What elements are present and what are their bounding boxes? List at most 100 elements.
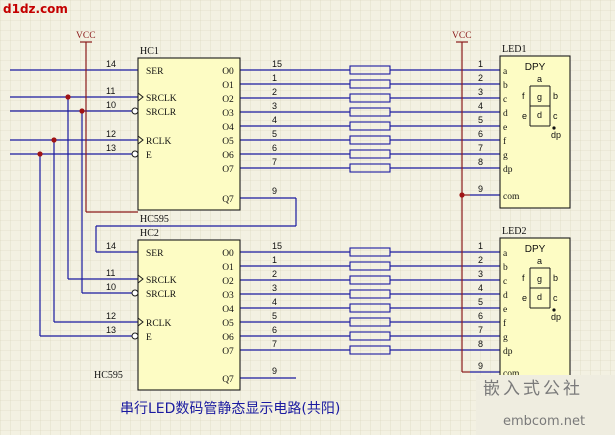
segment-label: f	[522, 91, 525, 101]
current-limit-resistor	[349, 65, 391, 75]
segment-label: f	[522, 273, 525, 283]
clock-triangle	[137, 92, 144, 102]
junction-dot	[51, 137, 57, 143]
segment-label: e	[522, 111, 527, 121]
chip-q7-pin-number: 9	[272, 186, 277, 196]
segment-label: dp	[551, 312, 561, 322]
current-limit-resistor	[349, 107, 391, 117]
decimal-point	[552, 308, 556, 312]
segment-label: dp	[551, 130, 561, 140]
led-body	[499, 237, 571, 391]
current-limit-resistor	[349, 345, 391, 355]
chip-output-pin-number: 3	[272, 283, 277, 293]
led-pin-name: a	[503, 249, 508, 259]
segment-label: a	[537, 256, 542, 266]
led-pin-number: 2	[478, 73, 483, 83]
led-title: DPY	[525, 244, 546, 255]
junction-dot	[79, 108, 85, 114]
chip-pin-number: 14	[106, 241, 116, 251]
watermark-embcom-cn: 嵌入式公社	[483, 379, 583, 399]
chip-pin-name: E	[146, 151, 152, 161]
chip-pin-number: 11	[106, 86, 115, 96]
chip-output-name: O0	[222, 249, 234, 259]
circuit-caption: 串行LED数码管静态显示电路(共阳)	[120, 401, 340, 417]
chip-body	[137, 57, 241, 211]
chip-pin-name: RCLK	[146, 137, 171, 147]
junction-dot	[65, 94, 71, 100]
segment-label: g	[537, 92, 542, 102]
led-title: DPY	[525, 62, 546, 73]
chip-output-pin-number: 2	[272, 87, 277, 97]
led-pin-number: 4	[478, 283, 483, 293]
resistor-arrays	[349, 65, 391, 355]
current-limit-resistor	[349, 261, 391, 271]
segment-label: b	[553, 91, 558, 101]
segment-label: c	[553, 111, 558, 121]
between-chip-type-label: HC595	[140, 214, 169, 225]
watermark-d1dz: d1dz.com	[3, 2, 68, 16]
led-pin-name: f	[503, 136, 507, 147]
led-pin-name: e	[503, 305, 507, 315]
current-limit-resistor	[349, 275, 391, 285]
chip-pin-name: SRCLR	[146, 108, 177, 118]
chip-output-pin-number: 4	[272, 297, 277, 307]
inversion-bubble	[131, 332, 139, 340]
led-pin-number: 8	[478, 157, 483, 167]
chip-body	[137, 239, 241, 391]
led-pin-number: 5	[478, 297, 483, 307]
chip-pin-number: 13	[106, 325, 116, 335]
clock-triangle	[137, 135, 144, 145]
current-limit-resistor	[349, 247, 391, 257]
chip-pin-number: 12	[106, 129, 116, 139]
chip-pin-name: SER	[146, 67, 164, 77]
chip-pin-number: 10	[106, 282, 116, 292]
led-pin-name: b	[503, 81, 508, 91]
chip-output-name: O6	[222, 333, 234, 343]
led-pin-number: 3	[478, 87, 483, 97]
led-pin-number: 3	[478, 269, 483, 279]
chip-q7-name: Q7	[222, 375, 234, 385]
led-pin-name: f	[503, 318, 507, 329]
decimal-point	[552, 126, 556, 130]
led-pin-number: 4	[478, 101, 483, 111]
inversion-bubble	[131, 289, 139, 297]
chip-output-name: O0	[222, 67, 234, 77]
chip-id-label: HC1	[140, 46, 159, 57]
chip-output-name: O6	[222, 151, 234, 161]
led-pin-name: d	[503, 291, 508, 301]
current-limit-resistor	[349, 317, 391, 327]
chip-output-pin-number: 7	[272, 157, 277, 167]
led-com-pin-number: 9	[478, 361, 483, 371]
inversion-bubble	[131, 107, 139, 115]
chip-pin-name: E	[146, 333, 152, 343]
chip-output-name: O3	[222, 291, 234, 301]
chip-output-pin-number: 7	[272, 339, 277, 349]
chip-output-pin-number: 15	[272, 59, 282, 69]
chip-output-name: O5	[222, 319, 234, 329]
led-pin-number: 7	[478, 325, 483, 335]
segment-label: a	[537, 74, 542, 84]
led-pin-name: dp	[503, 165, 513, 175]
led-pin-name: c	[503, 277, 507, 287]
segment-label: d	[537, 110, 542, 120]
segment-label: d	[537, 292, 542, 302]
led-pin-name: b	[503, 263, 508, 273]
chip-output-pin-number: 1	[272, 255, 277, 265]
inversion-bubble	[131, 150, 139, 158]
vcc-label: VCC	[452, 31, 472, 41]
chip-output-name: O3	[222, 109, 234, 119]
led-com-pin-number: 9	[478, 184, 483, 194]
led-pin-name: dp	[503, 347, 513, 357]
led-pin-name: e	[503, 123, 507, 133]
led-pin-number: 6	[478, 311, 483, 321]
chip-output-pin-number: 2	[272, 269, 277, 279]
chip-pin-number: 12	[106, 311, 116, 321]
chip-type-label: HC595	[94, 370, 123, 381]
current-limit-resistor	[349, 289, 391, 299]
watermark-embcom-en: embcom.net	[503, 414, 585, 429]
current-limit-resistor	[349, 121, 391, 131]
current-limit-resistor	[349, 149, 391, 159]
chip-pin-number: 14	[106, 59, 116, 69]
clock-triangle	[137, 317, 144, 327]
